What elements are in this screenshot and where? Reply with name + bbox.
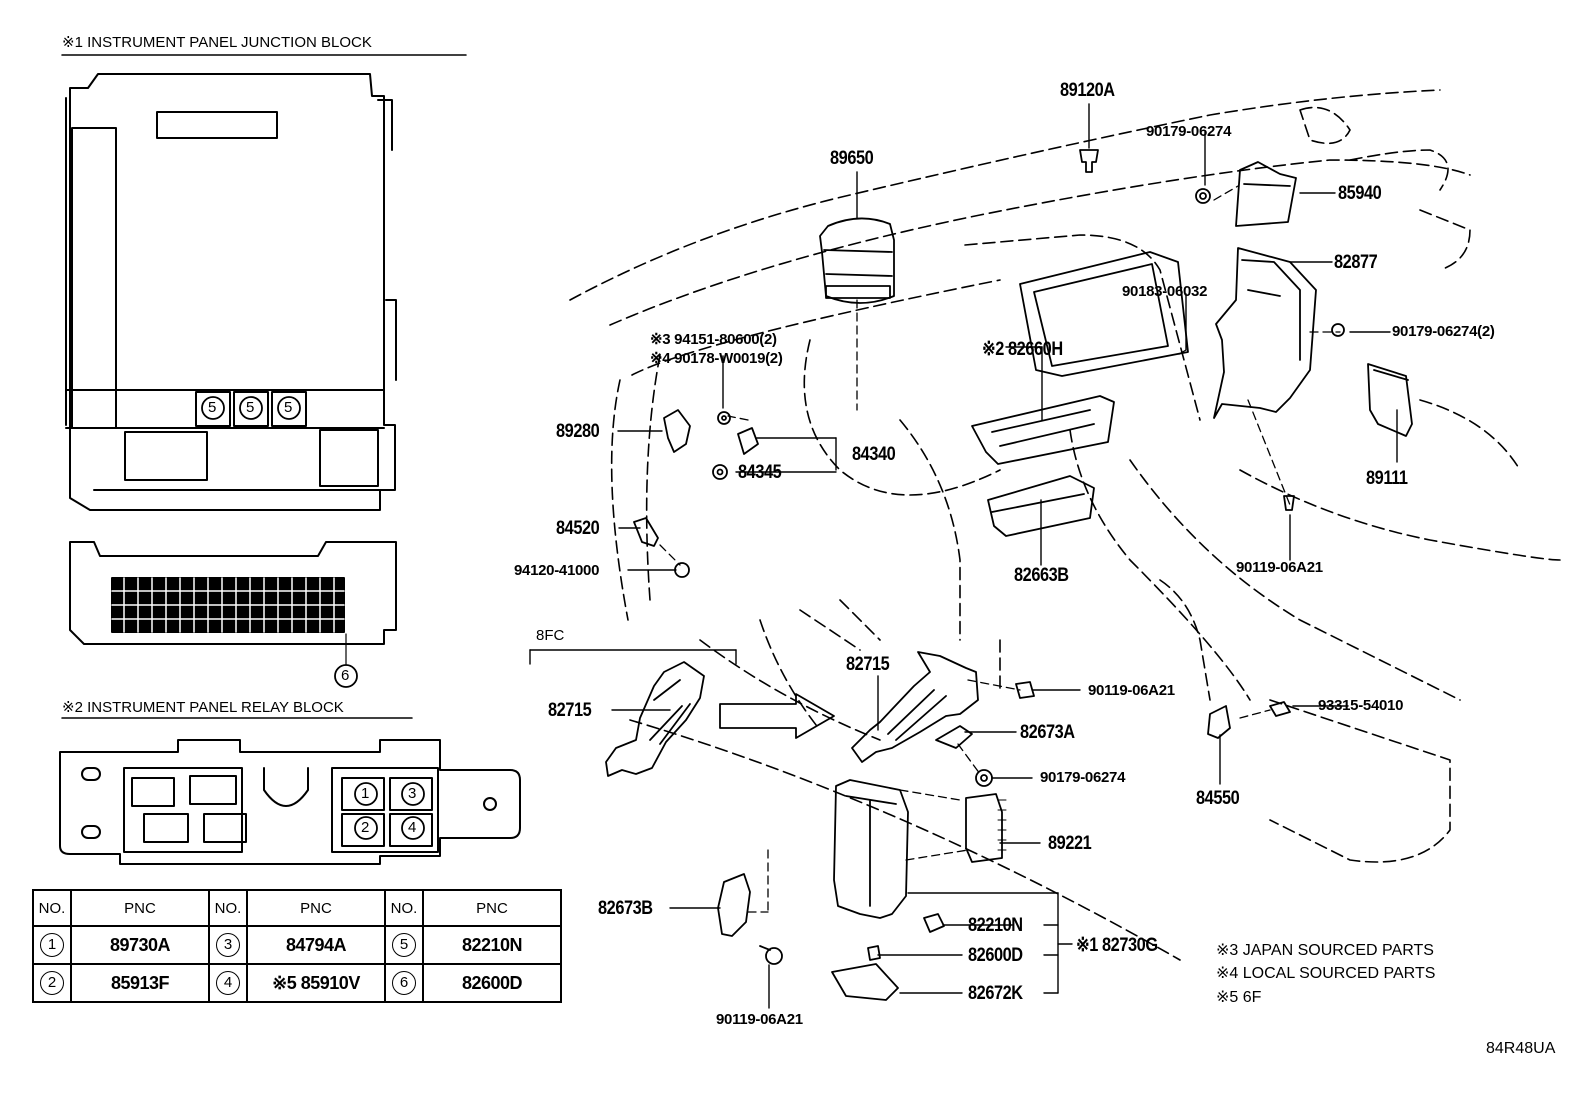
table-row: 1 89730A 3 84794A 5 82210N xyxy=(32,925,562,965)
header-no: NO. xyxy=(32,889,72,927)
label-84550: 84550 xyxy=(1196,788,1240,809)
callout-3: 3 xyxy=(408,785,417,802)
label-90119-06A21-bottom: 90119-06A21 xyxy=(716,1011,803,1028)
pnc-value: 82210N xyxy=(422,925,562,965)
header-no: NO. xyxy=(384,889,424,927)
callout-6: 6 xyxy=(341,667,350,684)
pnc-table: NO. PNC NO. PNC NO. PNC 1 89730A 3 84794… xyxy=(32,889,562,1003)
label-89221: 89221 xyxy=(1048,833,1092,854)
callout-1: 1 xyxy=(361,785,370,802)
callout-4: 4 xyxy=(408,819,417,836)
label-82600D: 82600D xyxy=(968,945,1023,966)
label-89650: 89650 xyxy=(830,148,874,169)
header-pnc: PNC xyxy=(422,889,562,927)
pnc-value: 89730A xyxy=(70,925,210,965)
label-90119-06A21-right: 90119-06A21 xyxy=(1236,559,1323,576)
label-82730G: ※1 82730G xyxy=(1076,935,1158,956)
junction-block-drawing xyxy=(61,54,467,511)
label-89280: 89280 xyxy=(556,421,600,442)
label-94151-80600: ※3 94151-80600(2) xyxy=(650,331,777,348)
callout-5: 5 xyxy=(208,399,217,416)
table-header-row: NO. PNC NO. PNC NO. PNC xyxy=(32,889,562,927)
row-number: 4 xyxy=(216,971,240,995)
header-no: NO. xyxy=(208,889,248,927)
row-number: 5 xyxy=(392,933,416,957)
label-84340: 84340 xyxy=(852,444,896,465)
label-90179-06274-2: 90179-06274(2) xyxy=(1392,323,1495,340)
label-82877: 82877 xyxy=(1334,252,1378,273)
note-6f: ※5 6F xyxy=(1216,989,1262,1006)
label-89120A: 89120A xyxy=(1060,80,1115,101)
dashboard-outline xyxy=(569,89,1561,961)
label-84520: 84520 xyxy=(556,518,600,539)
label-8FC: 8FC xyxy=(536,627,565,644)
label-82672K: 82672K xyxy=(968,983,1023,1004)
junction-block-title: ※1 INSTRUMENT PANEL JUNCTION BLOCK xyxy=(62,34,372,51)
label-82673A: 82673A xyxy=(1020,722,1075,743)
leader-lines xyxy=(529,103,1398,1009)
relay-block-title: ※2 INSTRUMENT PANEL RELAY BLOCK xyxy=(62,699,344,716)
label-82210N: 82210N xyxy=(968,915,1023,936)
label-82673B: 82673B xyxy=(598,898,653,919)
label-90179-06274: 90179-06274 xyxy=(1146,123,1232,140)
assembly-lines xyxy=(659,185,1341,913)
label-89111: 89111 xyxy=(1366,468,1408,489)
row-number: 3 xyxy=(216,933,240,957)
note-local-sourced: ※4 LOCAL SOURCED PARTS xyxy=(1216,965,1436,982)
note-japan-sourced: ※3 JAPAN SOURCED PARTS xyxy=(1216,942,1434,959)
row-number: 6 xyxy=(392,971,416,995)
header-pnc: PNC xyxy=(70,889,210,927)
header-pnc: PNC xyxy=(246,889,386,927)
table-row: 2 85913F 4 ※5 85910V 6 82600D xyxy=(32,963,562,1003)
relay-block-drawing xyxy=(59,717,521,865)
pnc-value: 82600D xyxy=(422,963,562,1003)
label-90183-06032: 90183-06032 xyxy=(1122,283,1208,300)
pnc-value: 85913F xyxy=(70,963,210,1003)
row-number: 1 xyxy=(40,933,64,957)
junction-block-bottom-drawing xyxy=(69,541,397,688)
reference-code: 84R48UA xyxy=(1486,1040,1556,1057)
row-number: 2 xyxy=(40,971,64,995)
label-94120-41000: 94120-41000 xyxy=(514,562,600,579)
pnc-value: 84794A xyxy=(246,925,386,965)
callout-5: 5 xyxy=(284,399,293,416)
callout-5: 5 xyxy=(246,399,255,416)
callout-2: 2 xyxy=(361,819,370,836)
label-82715-center: 82715 xyxy=(846,654,890,675)
label-82663B: 82663B xyxy=(1014,565,1069,586)
label-90119-06A21-center: 90119-06A21 xyxy=(1088,682,1175,699)
pnc-value: ※5 85910V xyxy=(246,963,386,1003)
label-82660H: ※2 82660H xyxy=(982,339,1063,360)
label-93315-54010: 93315-54010 xyxy=(1318,697,1404,714)
label-85940: 85940 xyxy=(1338,183,1382,204)
label-90178-W0019: ※4 90178-W0019(2) xyxy=(650,350,783,367)
label-90179-06274-center: 90179-06274 xyxy=(1040,769,1126,786)
part-drawings xyxy=(605,149,1413,1001)
label-84345: 84345 xyxy=(738,462,782,483)
label-82715-left: 82715 xyxy=(548,700,592,721)
